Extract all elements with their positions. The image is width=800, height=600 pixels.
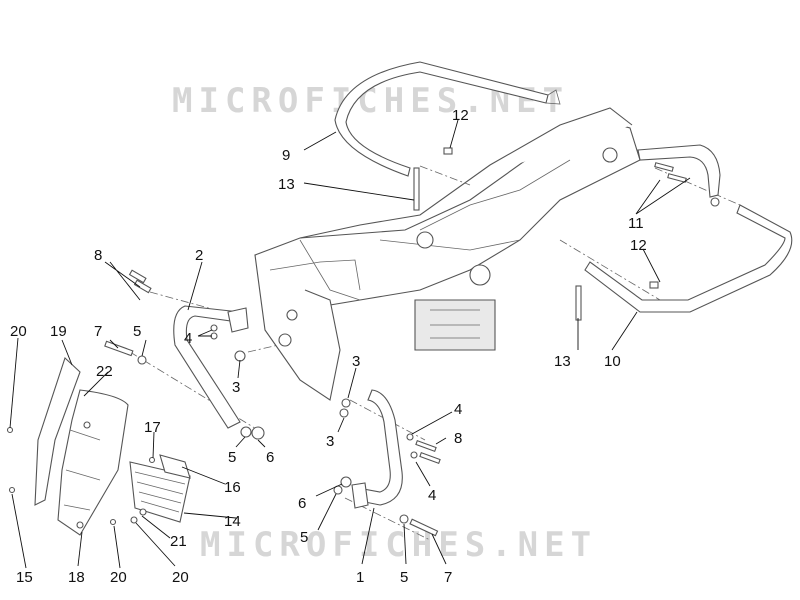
callout-15: 15 bbox=[16, 569, 33, 586]
callout-3-right-lower: 3 bbox=[326, 433, 334, 450]
callout-14: 14 bbox=[224, 513, 241, 530]
callout-5-left: 5 bbox=[228, 449, 236, 466]
callout-7-left: 7 bbox=[94, 323, 102, 340]
main-frame bbox=[254, 107, 641, 401]
callout-4-right-lower: 4 bbox=[428, 487, 436, 504]
callout-7-bottom: 7 bbox=[444, 569, 452, 586]
side-covers bbox=[34, 357, 129, 536]
leader-lines bbox=[9, 119, 691, 569]
left-crash-bar bbox=[173, 305, 249, 429]
callout-10: 10 bbox=[604, 353, 621, 370]
right-crash-bar bbox=[351, 389, 403, 509]
callout-13-upper: 13 bbox=[278, 176, 295, 193]
callout-5-right: 5 bbox=[300, 529, 308, 546]
callout-5-bottom: 5 bbox=[400, 569, 408, 586]
callout-20-bottom-right: 20 bbox=[172, 569, 189, 586]
watermark-bottom: MICROFICHES.NET bbox=[200, 525, 597, 565]
callout-17: 17 bbox=[144, 419, 161, 436]
callout-8-left: 8 bbox=[94, 247, 102, 264]
callout-12-upper: 12 bbox=[452, 107, 469, 124]
callout-5-upper: 5 bbox=[133, 323, 141, 340]
callout-8-right: 8 bbox=[454, 430, 462, 447]
callout-21: 21 bbox=[170, 533, 187, 550]
grille-plate bbox=[129, 454, 191, 523]
callout-9: 9 bbox=[282, 147, 290, 164]
callout-20-bottom-mid: 20 bbox=[110, 569, 127, 586]
callout-4-right-upper: 4 bbox=[454, 401, 462, 418]
callout-20-top: 20 bbox=[10, 323, 27, 340]
callout-13-lower: 13 bbox=[554, 353, 571, 370]
callout-22: 22 bbox=[96, 363, 113, 380]
callout-6-right: 6 bbox=[298, 495, 306, 512]
hardware bbox=[6, 147, 720, 537]
callout-labels: 9 12 13 11 12 13 10 8 2 4 3 5 7 20 19 22… bbox=[10, 107, 647, 586]
rear-right-bar bbox=[584, 144, 793, 313]
callout-18: 18 bbox=[68, 569, 85, 586]
callout-3-right-upper: 3 bbox=[352, 353, 360, 370]
callout-1: 1 bbox=[356, 569, 364, 586]
callout-12-lower: 12 bbox=[630, 237, 647, 254]
callout-19: 19 bbox=[50, 323, 67, 340]
callout-4-left: 4 bbox=[184, 330, 192, 347]
callout-11: 11 bbox=[628, 215, 644, 232]
callout-3-left: 3 bbox=[232, 379, 240, 396]
rear-upper-bar bbox=[334, 61, 561, 177]
callout-16: 16 bbox=[224, 479, 241, 496]
callout-2: 2 bbox=[195, 247, 203, 264]
callout-6-left: 6 bbox=[266, 449, 274, 466]
